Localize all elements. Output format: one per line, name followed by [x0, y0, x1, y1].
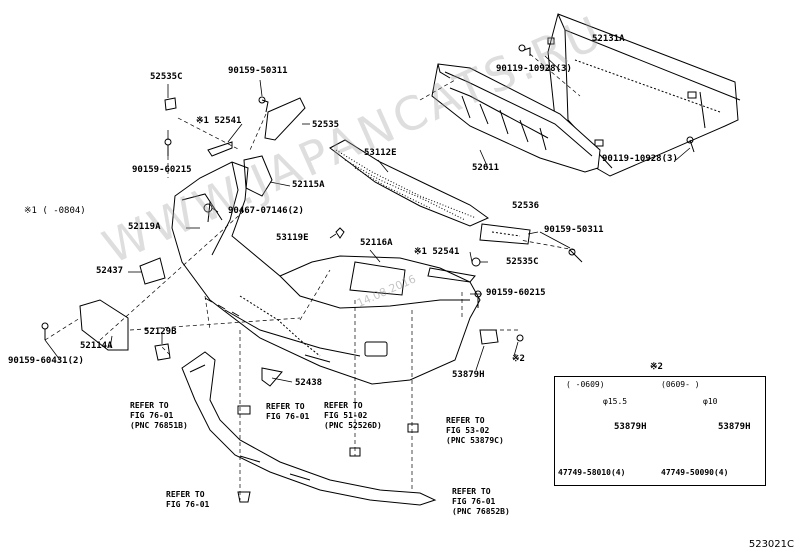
- refer-line-2: FIG 76-01: [266, 412, 310, 421]
- label-90159-60215-a: 90159-60215: [132, 165, 192, 175]
- label-52541-a: ※1 52541: [196, 116, 242, 126]
- leader-lines: [44, 39, 691, 383]
- refer-line-1: REFER TO: [166, 490, 205, 499]
- refer-fig-76-01-a[interactable]: REFER TO FIG 76-01: [266, 402, 309, 422]
- inset-right-clip: 47749-50090(4): [661, 468, 729, 477]
- label-52438: 52438: [295, 378, 323, 388]
- note-2-mark: ※2: [512, 354, 525, 364]
- refer-line-3: (PNC 53879C): [446, 436, 504, 445]
- label-90159-60431: 90159-60431(2): [8, 356, 84, 366]
- inset-right-range: (0609- ): [661, 380, 700, 389]
- reinforcement-52131a: [547, 13, 741, 177]
- inset-right-part: 53879H: [718, 422, 751, 432]
- label-52115a: 52115A: [292, 180, 325, 190]
- refer-fig-53-02[interactable]: REFER TO FIG 53-02 (PNC 53879C): [446, 416, 504, 446]
- label-53879h: 53879H: [452, 370, 485, 380]
- inset-title: ※2: [650, 362, 663, 372]
- refer-line-3: (PNC 76852B): [452, 507, 510, 516]
- refer-line-1: REFER TO: [324, 401, 363, 410]
- label-52114a: 52114A: [80, 341, 113, 351]
- label-52119a: 52119A: [128, 222, 161, 232]
- label-52131a: 52131A: [592, 34, 625, 44]
- label-52541-b: ※1 52541: [414, 247, 460, 257]
- refer-fig-76-01-76851b[interactable]: REFER TO FIG 76-01 (PNC 76851B): [130, 401, 188, 431]
- alignment-lines: [44, 53, 581, 500]
- refer-line-2: FIG 51-02: [324, 411, 368, 420]
- label-90119-b: 90119-10928(3): [602, 154, 678, 164]
- refer-line-2: FIG 53-02: [446, 426, 490, 435]
- label-52129b: 52129B: [144, 327, 177, 337]
- absorber-52611: [431, 63, 601, 173]
- refer-line-2: FIG 76-01: [166, 500, 210, 509]
- label-90159-60215-b: 90159-60215: [486, 288, 546, 298]
- grille-53112e: [329, 139, 489, 227]
- refer-line-3: (PNC 52526D): [324, 421, 382, 430]
- inset-left-range: ( -0609): [566, 380, 605, 389]
- inset-left-clip: 47749-58010(4): [558, 468, 626, 477]
- label-52611: 52611: [472, 163, 500, 173]
- refer-fig-76-01-b[interactable]: REFER TO FIG 76-01: [166, 490, 209, 510]
- inset-left-part: 53879H: [614, 422, 647, 432]
- label-90159-50311-b: 90159-50311: [544, 225, 604, 235]
- note-1: ※1 ( -0804): [24, 206, 86, 216]
- refer-fig-51-02[interactable]: REFER TO FIG 51-02 (PNC 52526D): [324, 401, 382, 431]
- refer-line-2: FIG 76-01: [452, 497, 496, 506]
- inset-right-dim: φ10: [703, 397, 718, 406]
- label-52535c-a: 52535C: [150, 72, 183, 82]
- refer-line-1: REFER TO: [446, 416, 485, 425]
- refer-line-1: REFER TO: [266, 402, 305, 411]
- label-90467: 90467-07146(2): [228, 206, 304, 216]
- refer-line-3: (PNC 76851B): [130, 421, 188, 430]
- label-53112e: 53112E: [364, 148, 397, 158]
- label-52437: 52437: [96, 266, 124, 276]
- inset-left-dim: φ15.5: [603, 397, 628, 406]
- label-90159-50311-a: 90159-50311: [228, 66, 288, 76]
- label-52535: 52535: [312, 120, 340, 130]
- label-90119-a: 90119-10928(3): [496, 64, 572, 74]
- lower-spoiler: [181, 351, 437, 506]
- inset-box: [554, 376, 766, 486]
- refer-line-1: REFER TO: [452, 487, 491, 496]
- label-52116a: 52116A: [360, 238, 393, 248]
- label-52535c-b: 52535C: [506, 257, 539, 267]
- refer-line-2: FIG 76-01: [130, 411, 174, 420]
- label-53119e: 53119E: [276, 233, 309, 243]
- refer-fig-76-01-76852b[interactable]: REFER TO FIG 76-01 (PNC 76852B): [452, 487, 510, 517]
- figure-id: 523021C: [748, 539, 794, 550]
- refer-line-1: REFER TO: [130, 401, 169, 410]
- label-52536: 52536: [512, 201, 540, 211]
